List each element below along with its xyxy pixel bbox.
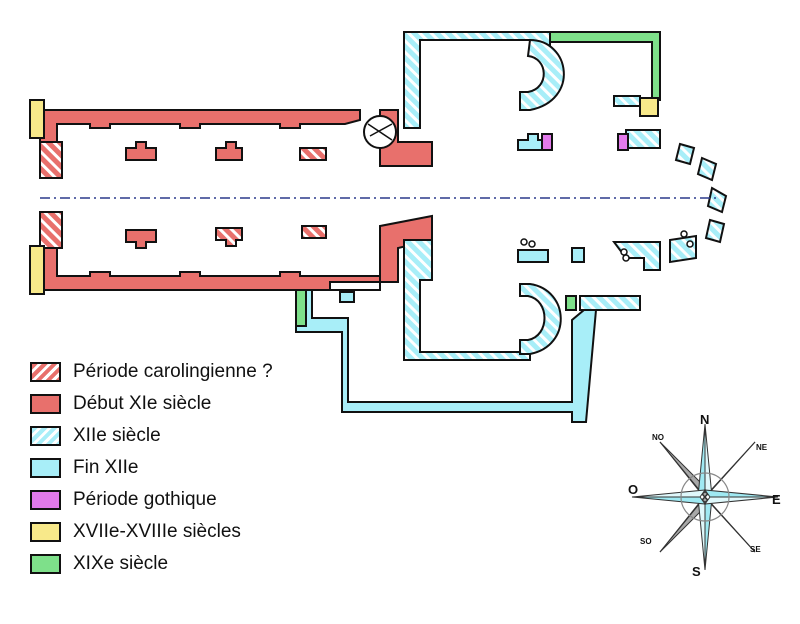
narthex-stair bbox=[363, 109, 433, 167]
legend-item-17th-18th: XVIIe-XVIIIe siècles bbox=[30, 516, 360, 548]
compass-label-west: O bbox=[628, 482, 638, 497]
compass-label-north: N bbox=[700, 412, 709, 427]
legend: Période carolingienne ? Début XIe siècle… bbox=[30, 356, 360, 580]
legend-label-19th: XIXe siècle bbox=[73, 553, 169, 574]
west-buttress-north bbox=[29, 99, 45, 139]
legend-item-early-11th: Début XIe siècle bbox=[30, 388, 360, 420]
compass-label-southwest: SO bbox=[640, 537, 652, 546]
compass-rose: N S E O NE NO SE SO bbox=[628, 412, 781, 579]
column-bases bbox=[520, 230, 694, 262]
legend-swatch-17th-18th bbox=[30, 522, 61, 542]
legend-label-late-12th: Fin XIIe bbox=[73, 457, 139, 478]
south-transept bbox=[403, 239, 641, 361]
west-buttress-south bbox=[29, 245, 45, 295]
legend-item-12th: XIIe siècle bbox=[30, 420, 360, 452]
legend-swatch-carolingian bbox=[30, 362, 61, 382]
choir-apse bbox=[612, 95, 728, 271]
compass-label-northwest: NO bbox=[652, 433, 664, 442]
nave-south-wall bbox=[39, 211, 433, 291]
compass-label-south: S bbox=[692, 564, 701, 579]
nave-north-wall bbox=[39, 109, 361, 179]
legend-swatch-gothic bbox=[30, 490, 61, 510]
compass-label-southeast: SE bbox=[750, 545, 761, 554]
nave-piers bbox=[125, 141, 327, 249]
legend-label-17th-18th: XVIIe-XVIIIe siècles bbox=[73, 521, 241, 542]
southern-annex bbox=[295, 289, 598, 423]
compass-label-east: E bbox=[772, 492, 781, 507]
legend-item-carolingian: Période carolingienne ? bbox=[30, 356, 360, 388]
north-transept bbox=[403, 31, 661, 129]
choir-piers bbox=[517, 133, 629, 263]
legend-item-late-12th: Fin XIIe bbox=[30, 452, 360, 484]
legend-swatch-late-12th bbox=[30, 458, 61, 478]
legend-label-gothic: Période gothique bbox=[73, 489, 217, 510]
compass-cardinal-points bbox=[631, 423, 779, 571]
legend-item-gothic: Période gothique bbox=[30, 484, 360, 516]
legend-item-19th: XIXe siècle bbox=[30, 548, 360, 580]
legend-label-carolingian: Période carolingienne ? bbox=[73, 361, 273, 382]
legend-swatch-early-11th bbox=[30, 394, 61, 414]
legend-swatch-12th bbox=[30, 426, 61, 446]
legend-swatch-19th bbox=[30, 554, 61, 574]
legend-label-12th: XIIe siècle bbox=[73, 425, 161, 446]
compass-diagonal-points bbox=[659, 441, 756, 553]
compass-label-northeast: NE bbox=[756, 443, 768, 452]
legend-label-early-11th: Début XIe siècle bbox=[73, 393, 212, 414]
